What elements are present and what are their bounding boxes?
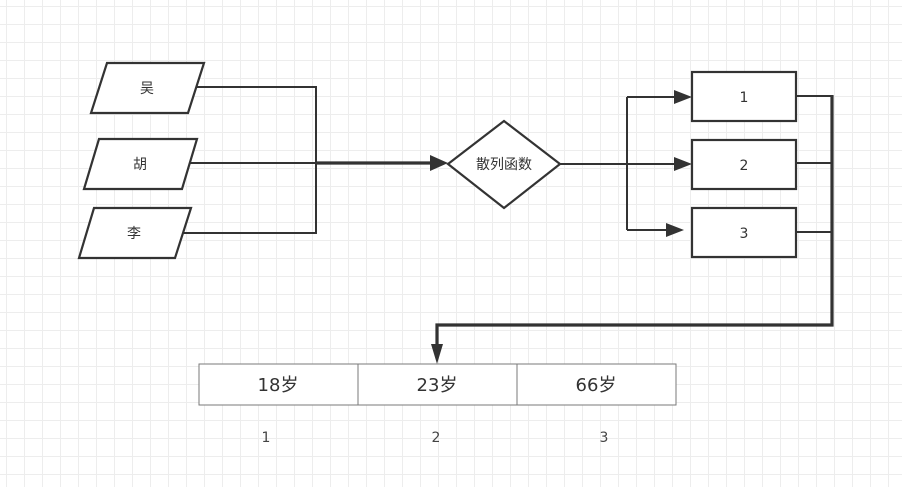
arrow-to-bucket-2 [674, 157, 692, 171]
arrow-to-hash [430, 155, 448, 171]
connector-to-table [435, 95, 834, 346]
arrow-to-bucket-1 [674, 90, 692, 104]
arrow-to-bucket-3 [666, 223, 684, 237]
result-table: 18岁 23岁 66岁 1 2 3 [198, 363, 677, 446]
bucket-shape-2 [690, 138, 798, 191]
table-index-1: 1 [262, 430, 271, 446]
hash-function-node[interactable]: 散列函数 [446, 119, 562, 210]
bucket-node-3[interactable]: 3 [690, 206, 798, 259]
input-shape-1 [89, 61, 206, 115]
table-cell-3[interactable]: 66岁 [516, 363, 677, 406]
input-node-3[interactable]: 李 [77, 206, 193, 260]
bucket-node-1[interactable]: 1 [690, 70, 798, 123]
input-label-3: 李 [127, 226, 141, 242]
output-connectors [431, 95, 834, 364]
table-cell-box-2 [357, 363, 518, 406]
input-label-1: 吴 [140, 81, 154, 97]
table-cell-box-1 [198, 363, 359, 406]
input-node-2[interactable]: 胡 [82, 137, 199, 191]
table-cell-label-3: 66岁 [576, 375, 617, 396]
connector-input-1 [196, 86, 317, 163]
bucket-connectors [560, 90, 692, 237]
input-shape-2 [82, 137, 199, 191]
bucket-shape-1 [690, 70, 798, 123]
arrow-to-table [431, 344, 443, 364]
input-connectors [182, 86, 448, 234]
table-cell-2[interactable]: 23岁 [357, 363, 518, 406]
table-cell-label-2: 23岁 [417, 375, 458, 396]
bucket-label-3: 3 [740, 226, 749, 242]
table-index-3: 3 [600, 430, 609, 446]
table-cell-label-1: 18岁 [258, 375, 299, 396]
table-index-2: 2 [432, 430, 441, 446]
hash-function-shape [446, 119, 562, 210]
bucket-shape-3 [690, 206, 798, 259]
hash-function-label: 散列函数 [476, 157, 532, 173]
connector-input-3 [182, 163, 317, 234]
bucket-label-1: 1 [740, 90, 749, 106]
table-cell-1[interactable]: 18岁 [198, 363, 359, 406]
input-shape-3 [77, 206, 193, 260]
table-cell-box-3 [516, 363, 677, 406]
bucket-label-2: 2 [740, 158, 749, 174]
bucket-node-2[interactable]: 2 [690, 138, 798, 191]
input-node-1[interactable]: 吴 [89, 61, 206, 115]
input-label-2: 胡 [133, 157, 147, 173]
